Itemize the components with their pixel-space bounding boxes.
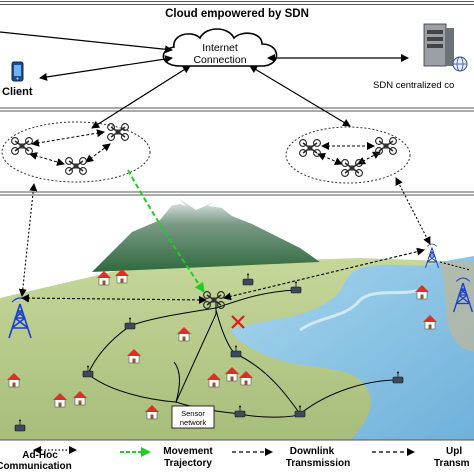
cross-icon	[231, 315, 245, 329]
drone-icon	[64, 156, 88, 176]
river	[230, 256, 474, 440]
legend-adhoc-line2: Communication	[0, 461, 72, 472]
legend-adhoc: Ad-Hoc Communication	[0, 446, 77, 472]
legend-movement-line2: Trajectory	[164, 458, 212, 469]
sdn-controller-label: SDN centralized co	[373, 80, 454, 91]
legend-downlink-line1: Downlink	[290, 446, 335, 457]
legend: Ad-Hoc Communication Movement Trajectory…	[0, 439, 474, 474]
drone-icon	[374, 136, 398, 156]
legend-movement: Movement Trajectory	[120, 446, 213, 469]
cloud-links	[0, 31, 409, 129]
legend-downlink: Downlink Transmission	[232, 446, 350, 469]
legend-movement-line1: Movement	[163, 446, 213, 457]
legend-uplink-line2: Transm	[434, 458, 470, 469]
uav-panel	[0, 191, 474, 196]
globe-icon	[452, 56, 468, 72]
phone-icon	[11, 61, 24, 82]
sensor-links	[87, 289, 399, 418]
cloud-label-line2: Connection	[193, 54, 246, 66]
legend-downlink-line2: Transmission	[286, 458, 350, 469]
cloud-label-line1: Internet	[202, 42, 238, 54]
legend-adhoc-line1: Ad-Hoc	[22, 450, 58, 461]
drone-icon	[106, 122, 130, 142]
sensor-network-label-line1: Sensor	[181, 409, 205, 418]
mountain-range	[92, 198, 320, 272]
drone-cluster-right	[285, 126, 411, 184]
legend-uplink-line1: Upl	[446, 446, 462, 457]
sensor-network-box: Sensor network	[171, 405, 215, 429]
landscape	[0, 198, 474, 440]
internet-cloud: Internet Connection	[162, 28, 278, 67]
drone-icon	[340, 158, 364, 178]
panel-title: Cloud empowered by SDN	[165, 8, 309, 20]
legend-uplink: Upl Transm	[372, 446, 470, 469]
backhaul-links	[18, 177, 471, 304]
drone-icon	[298, 138, 322, 158]
client-label: Client	[2, 86, 33, 98]
drone-cluster-left	[1, 121, 151, 183]
drone-icon	[10, 136, 34, 156]
sensor-network-label-line2: network	[180, 418, 207, 427]
server-icon	[423, 23, 454, 67]
